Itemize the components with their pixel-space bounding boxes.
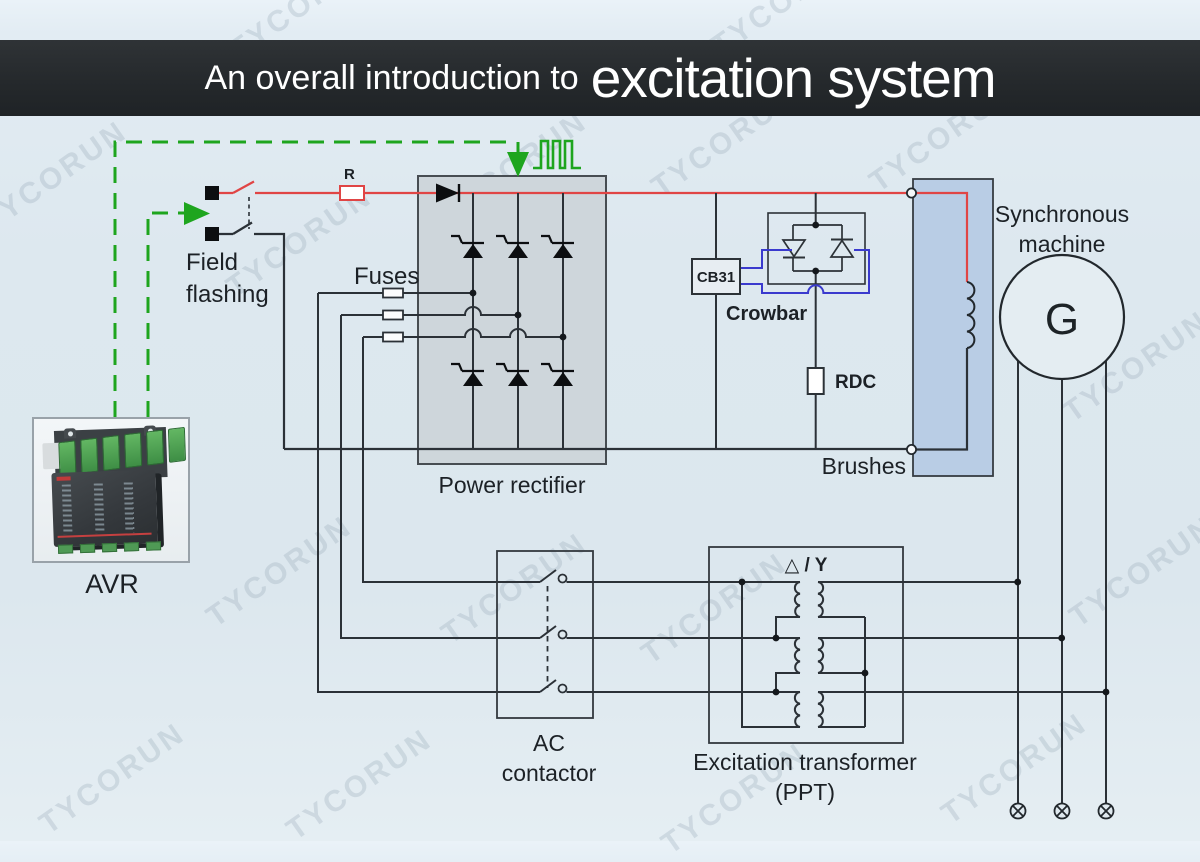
- delta-links: [741, 582, 800, 728]
- brushes-block: [912, 178, 994, 477]
- excitation-transformer-symbol: [708, 546, 1106, 744]
- field-winding-coil: [966, 281, 976, 349]
- avr-brand-mark: [56, 476, 71, 481]
- pulse-control-dashed-line: [113, 140, 516, 417]
- brushes-internals: [906, 187, 976, 455]
- avr-device-image: [38, 423, 187, 558]
- cb31-label: CB31: [696, 269, 736, 286]
- synchronous-machine-symbol: [998, 253, 1126, 820]
- ac-contactor-symbol: [496, 550, 800, 719]
- generator-letter: G: [1044, 295, 1080, 344]
- generator-circle: [998, 253, 1126, 381]
- crowbar-thyristor-up: [829, 238, 855, 258]
- lamp-terminal-icons: [1009, 802, 1115, 820]
- avr-terminal-text: [123, 482, 135, 533]
- star-links: [818, 616, 866, 728]
- crowbar-label: Crowbar: [726, 303, 808, 325]
- fuses-label: Fuses: [354, 263, 420, 290]
- power-rectifier-label: Power rectifier: [438, 472, 586, 498]
- thyristor-bottom-row: [451, 362, 574, 386]
- terminal-square: [205, 186, 219, 200]
- diode-icon: [436, 183, 459, 203]
- terminal-square: [205, 227, 219, 241]
- title-prefix: An overall introduction to: [204, 58, 579, 97]
- field-flashing-resistor: [339, 185, 365, 201]
- transformer-outline: [708, 546, 904, 744]
- resistor-label: R: [344, 166, 355, 183]
- avr-terminal-text: [93, 483, 105, 534]
- crowbar-thyristor-down: [781, 239, 807, 259]
- title-banner: An overall introduction to excitation sy…: [0, 40, 1200, 116]
- down-arrow-icon: [507, 152, 529, 177]
- excitation-transformer-label: Excitation transformer (PPT): [693, 749, 917, 806]
- avr-mount-ear: [63, 428, 77, 439]
- rectifier-internals: [436, 183, 574, 449]
- thyristor-top-row: [451, 234, 574, 258]
- primary-coil: [793, 581, 801, 618]
- excitation-system-diagram: [113, 139, 1126, 820]
- brush-node: [906, 443, 918, 455]
- crowbar-outline: [767, 212, 866, 285]
- avr-front-panel: [51, 469, 158, 548]
- brushes-label: Brushes: [821, 453, 906, 479]
- junction-dots: [469, 221, 1110, 696]
- gate-wire-right: [740, 249, 870, 294]
- brush-node: [906, 187, 918, 199]
- winding-config-label: △ / Y: [784, 555, 828, 576]
- title-emphasis: excitation system: [590, 47, 997, 109]
- fuse-symbols: [382, 287, 404, 343]
- pulse-train-icon: [533, 139, 581, 170]
- avr-photo-frame: [32, 417, 190, 563]
- ac-contactor-label: AC contactor: [501, 730, 597, 787]
- rotor-wire-negative: [916, 348, 969, 451]
- avr-label: AVR: [85, 569, 139, 599]
- crowbar-branch: [691, 193, 870, 449]
- field-flashing-control-dashed-line: [146, 211, 184, 417]
- stator-leads: [1017, 360, 1107, 803]
- field-flashing-label: Field flashing: [186, 249, 269, 308]
- avr-control-signals: [113, 139, 581, 417]
- power-rectifier-block: [417, 175, 607, 465]
- transformer-output-lines: [818, 581, 1106, 693]
- rdc-resistor: [806, 367, 825, 395]
- rotor-wire-positive: [916, 191, 969, 282]
- field-flashing-switch: [205, 180, 340, 449]
- gate-wire-left: [740, 249, 792, 269]
- cb31-box: [691, 258, 741, 295]
- avr-terminal-text: [61, 484, 73, 535]
- secondary-coil: [817, 581, 825, 618]
- right-arrow-icon: [184, 202, 210, 225]
- rdc-label: RDC: [835, 372, 877, 393]
- contactor-outline: [496, 550, 594, 719]
- synchronous-machine-label: Synchronous machine: [994, 201, 1130, 258]
